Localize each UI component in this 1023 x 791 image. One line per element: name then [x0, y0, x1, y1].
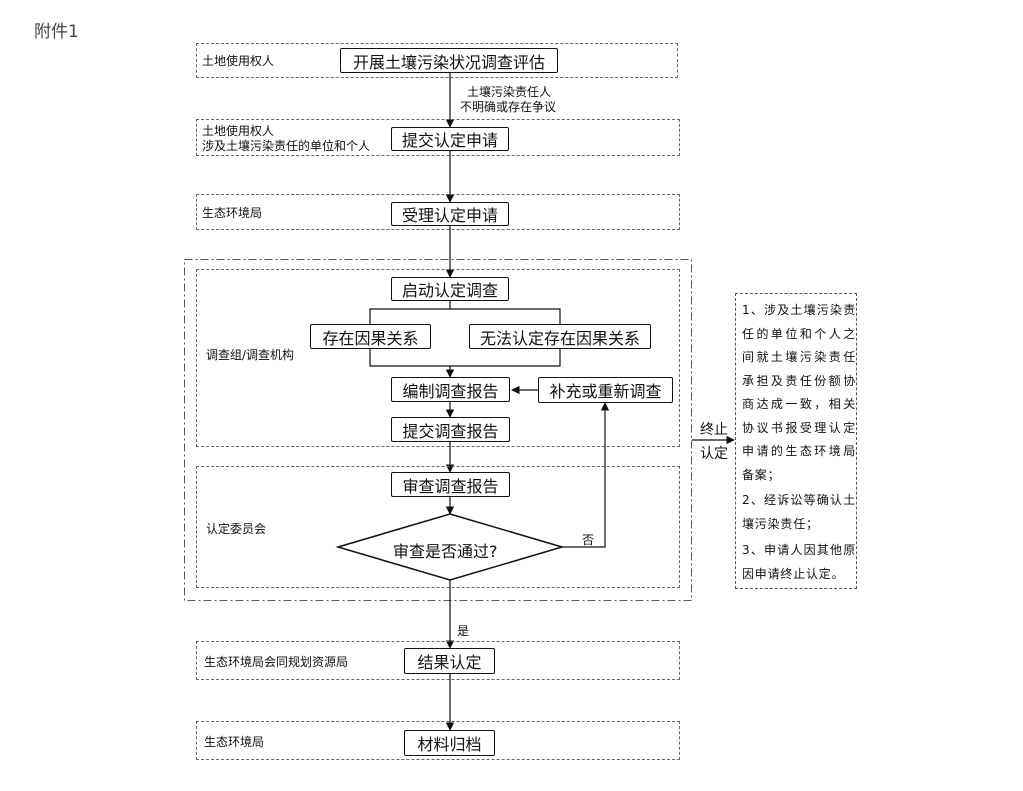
node-soil-survey: 开展土壤污染状况调查评估 [340, 48, 558, 73]
note-item-1: 1、涉及土壤污染责任的单位和个人之间就土壤污染责任承担及责任份额协商达成一致，相… [742, 303, 856, 482]
lane-committee [196, 466, 680, 588]
arrow-no-n6b [562, 402, 610, 548]
lane-label-investigation-team: 调查组/调查机构 [206, 348, 295, 362]
merge-connector [369, 349, 561, 367]
lane-ecology-bureau-archive [196, 721, 680, 760]
node-compile-report: 编制调查报告 [391, 377, 510, 402]
split-connector [369, 301, 451, 324]
lane-ecology-bureau-accept [196, 194, 680, 230]
node-start-investigation: 启动认定调查 [391, 277, 509, 301]
yes-label: 是 [457, 624, 470, 638]
lane-label-applicant-2: 涉及土壤污染责任的单位和个人 [202, 139, 371, 153]
node-causal-exists: 存在因果关系 [310, 324, 431, 349]
node-submit-application: 提交认定申请 [391, 127, 509, 151]
decision-review-passed: 审查是否通过? [393, 542, 498, 561]
lane-label-committee: 认定委员会 [206, 522, 267, 536]
condition-label-1: 土壤污染责任人 [467, 85, 552, 99]
node-supplement-investigation: 补充或重新调查 [538, 377, 673, 403]
terminate-label-1: 终止 [700, 422, 728, 438]
node-accept-application: 受理认定申请 [391, 202, 509, 226]
lane-label-ecology-archive: 生态环境局 [204, 735, 265, 749]
no-label: 否 [582, 533, 595, 547]
lane-landowner [196, 43, 678, 78]
note-item-3: 3、申请人因其他原因申请终止认定。 [742, 543, 856, 581]
lane-ecology-planning [196, 641, 680, 680]
attachment-label: 附件1 [34, 22, 79, 42]
investigation-group-border [184, 259, 692, 601]
lane-label-ecology-bureau: 生态环境局 [202, 206, 263, 220]
termination-conditions-note: 1、涉及土壤污染责任的单位和个人之间就土壤污染责任承担及责任份额协商达成一致，相… [735, 293, 857, 589]
node-review-report: 审查调查报告 [391, 472, 510, 497]
condition-label-2: 不明确或存在争议 [460, 100, 557, 114]
lane-label-ecology-planning: 生态环境局会同规划资源局 [204, 655, 349, 669]
node-submit-report: 提交调查报告 [391, 417, 510, 442]
decision-diamond [335, 513, 565, 581]
lane-investigation-team [196, 269, 680, 447]
note-item-2: 2、经诉讼等确认土壤污染责任； [742, 493, 856, 531]
node-result-determination: 结果认定 [404, 648, 495, 674]
node-archive-materials: 材料归档 [404, 730, 495, 756]
node-causal-undetermined: 无法认定存在因果关系 [469, 324, 651, 349]
lane-applicant [196, 119, 680, 156]
lane-label-applicant-1: 土地使用权人 [202, 124, 275, 138]
split-connector-right [450, 308, 561, 324]
lane-label-landowner: 土地使用权人 [202, 54, 275, 68]
terminate-label-2: 认定 [700, 446, 728, 462]
